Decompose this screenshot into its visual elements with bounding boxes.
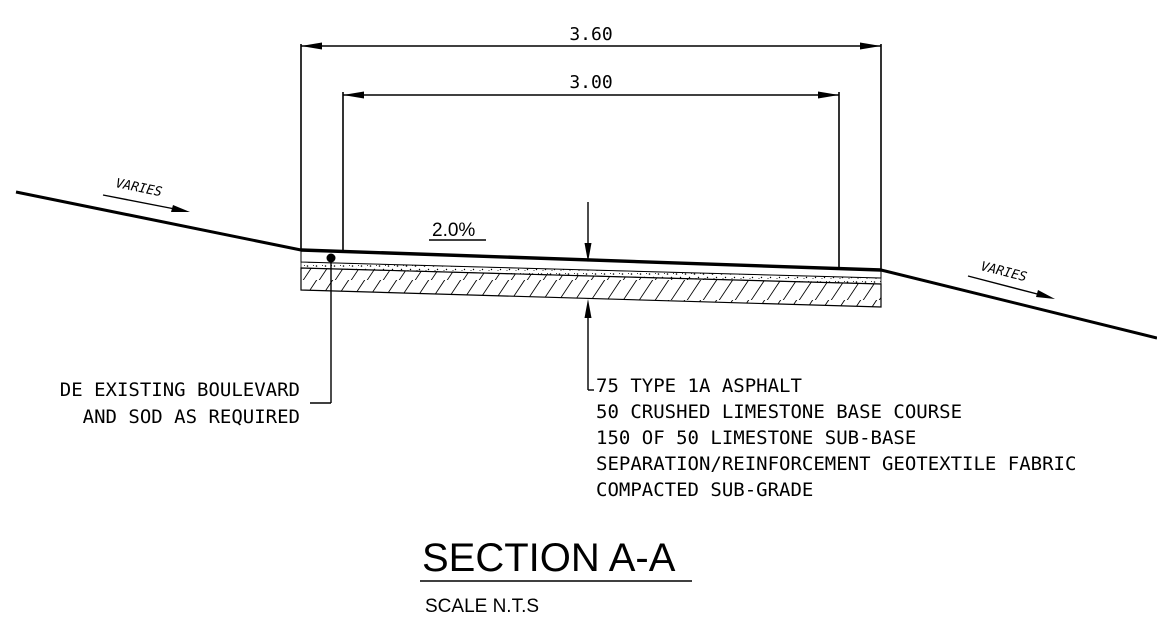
boulevard-note-line-1: DE EXISTING BOULEVARD [60, 379, 300, 401]
layer-callout-arrows [584, 202, 594, 391]
right-varies-indicator: VARIES [967, 259, 1055, 299]
inner-dimension-label: 3.00 [569, 72, 612, 93]
structure-note-line-5: COMPACTED SUB-GRADE [596, 479, 813, 501]
section-title: SECTION A-A [422, 536, 676, 580]
left-varies-indicator: VARIES [102, 176, 190, 212]
boulevard-note-line-2: AND SOD AS REQUIRED [83, 406, 300, 428]
pavement-structure [300, 248, 882, 308]
left-varies-arrowhead [171, 205, 190, 212]
right-varies-arrowhead [1036, 290, 1055, 299]
overall-dimension-label: 3.60 [569, 24, 612, 45]
right-varies-arrow-shaft [967, 275, 1046, 297]
boulevard-note: DE EXISTING BOULEVARD AND SOD AS REQUIRE… [60, 379, 300, 428]
dimension-overall: 3.60 [300, 24, 882, 270]
left-varies-arrow-shaft [102, 194, 181, 211]
section-scale: SCALE N.T.S [425, 596, 539, 617]
top-callout-arrowhead [584, 243, 592, 262]
left-varies-label: VARIES [114, 176, 163, 200]
overall-arrow-right [860, 42, 881, 50]
left-side-slope [15, 190, 302, 252]
right-side-slope [880, 268, 1157, 340]
structure-note-line-3: 150 OF 50 LIMESTONE SUB-BASE [596, 427, 916, 449]
boulevard-leader [310, 253, 336, 404]
ground-profile [15, 190, 1157, 340]
overall-arrow-left [301, 42, 322, 50]
crossfall-indicator: 2.0% [429, 220, 486, 241]
inner-arrow-left [343, 91, 364, 99]
sub-base-layer [300, 267, 882, 308]
pavement-structure-note: 75 TYPE 1A ASPHALT 50 CRUSHED LIMESTONE … [596, 375, 1076, 501]
inner-arrow-right [818, 91, 839, 99]
dimension-inner: 3.00 [342, 72, 840, 268]
structure-note-line-2: 50 CRUSHED LIMESTONE BASE COURSE [596, 401, 962, 423]
structure-note-line-1: 75 TYPE 1A ASPHALT [596, 375, 802, 397]
crossfall-label: 2.0% [432, 220, 475, 241]
section-title-block: SECTION A-A SCALE N.T.S [420, 536, 692, 617]
structure-note-line-4: SEPARATION/REINFORCEMENT GEOTEXTILE FABR… [596, 453, 1076, 475]
bottom-callout-arrowhead [584, 299, 592, 318]
finished-surface-line [300, 248, 882, 272]
